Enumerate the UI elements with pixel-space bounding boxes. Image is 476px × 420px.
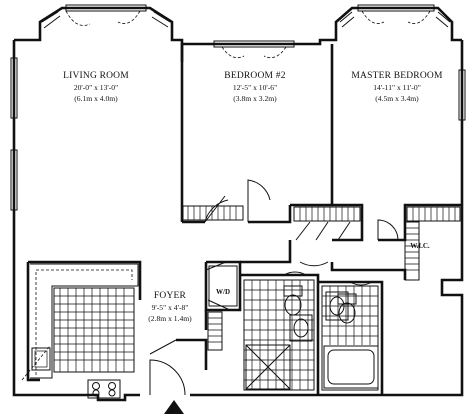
living-room-dim-m: (6.1m x 4.0m) — [74, 94, 118, 103]
bathroom-left — [243, 279, 315, 391]
foyer-dim-ft: 9'-5" x 4'-8" — [152, 303, 189, 312]
room-labels: LIVING ROOM 20'-0" x 13'-0" (6.1m x 4.0m… — [63, 71, 443, 323]
master-bedroom-dim-ft: 14'-11" x 11'-0" — [373, 83, 421, 92]
washer-dryer: W/D — [208, 265, 238, 307]
master-bedroom-name: MASTER BEDROOM — [351, 71, 443, 81]
master-bedroom-dim-m: (4.5m x 3.4m) — [375, 94, 419, 103]
wic-label: W.I.C. — [410, 242, 430, 250]
living-room-dim-ft: 20'-0" x 13'-0" — [74, 83, 118, 92]
doors — [149, 179, 399, 396]
bathroom-right — [321, 285, 379, 391]
exterior-walls — [12, 6, 464, 402]
foyer-name: FOYER — [154, 291, 187, 301]
kitchen — [21, 263, 139, 399]
bedroom2-name: BEDROOM #2 — [224, 71, 285, 81]
entry-arrow-icon — [164, 400, 184, 414]
living-room-name: LIVING ROOM — [63, 71, 129, 81]
windows — [10, 4, 466, 211]
window-swings — [65, 10, 431, 59]
closets — [182, 205, 461, 351]
foyer-dim-m: (2.8m x 1.4m) — [148, 314, 192, 323]
bedroom2-dim-m: (3.8m x 3.2m) — [233, 94, 277, 103]
bedroom2-dim-ft: 12'-5" x 10'-6" — [233, 83, 277, 92]
wd-label: W/D — [216, 288, 230, 296]
